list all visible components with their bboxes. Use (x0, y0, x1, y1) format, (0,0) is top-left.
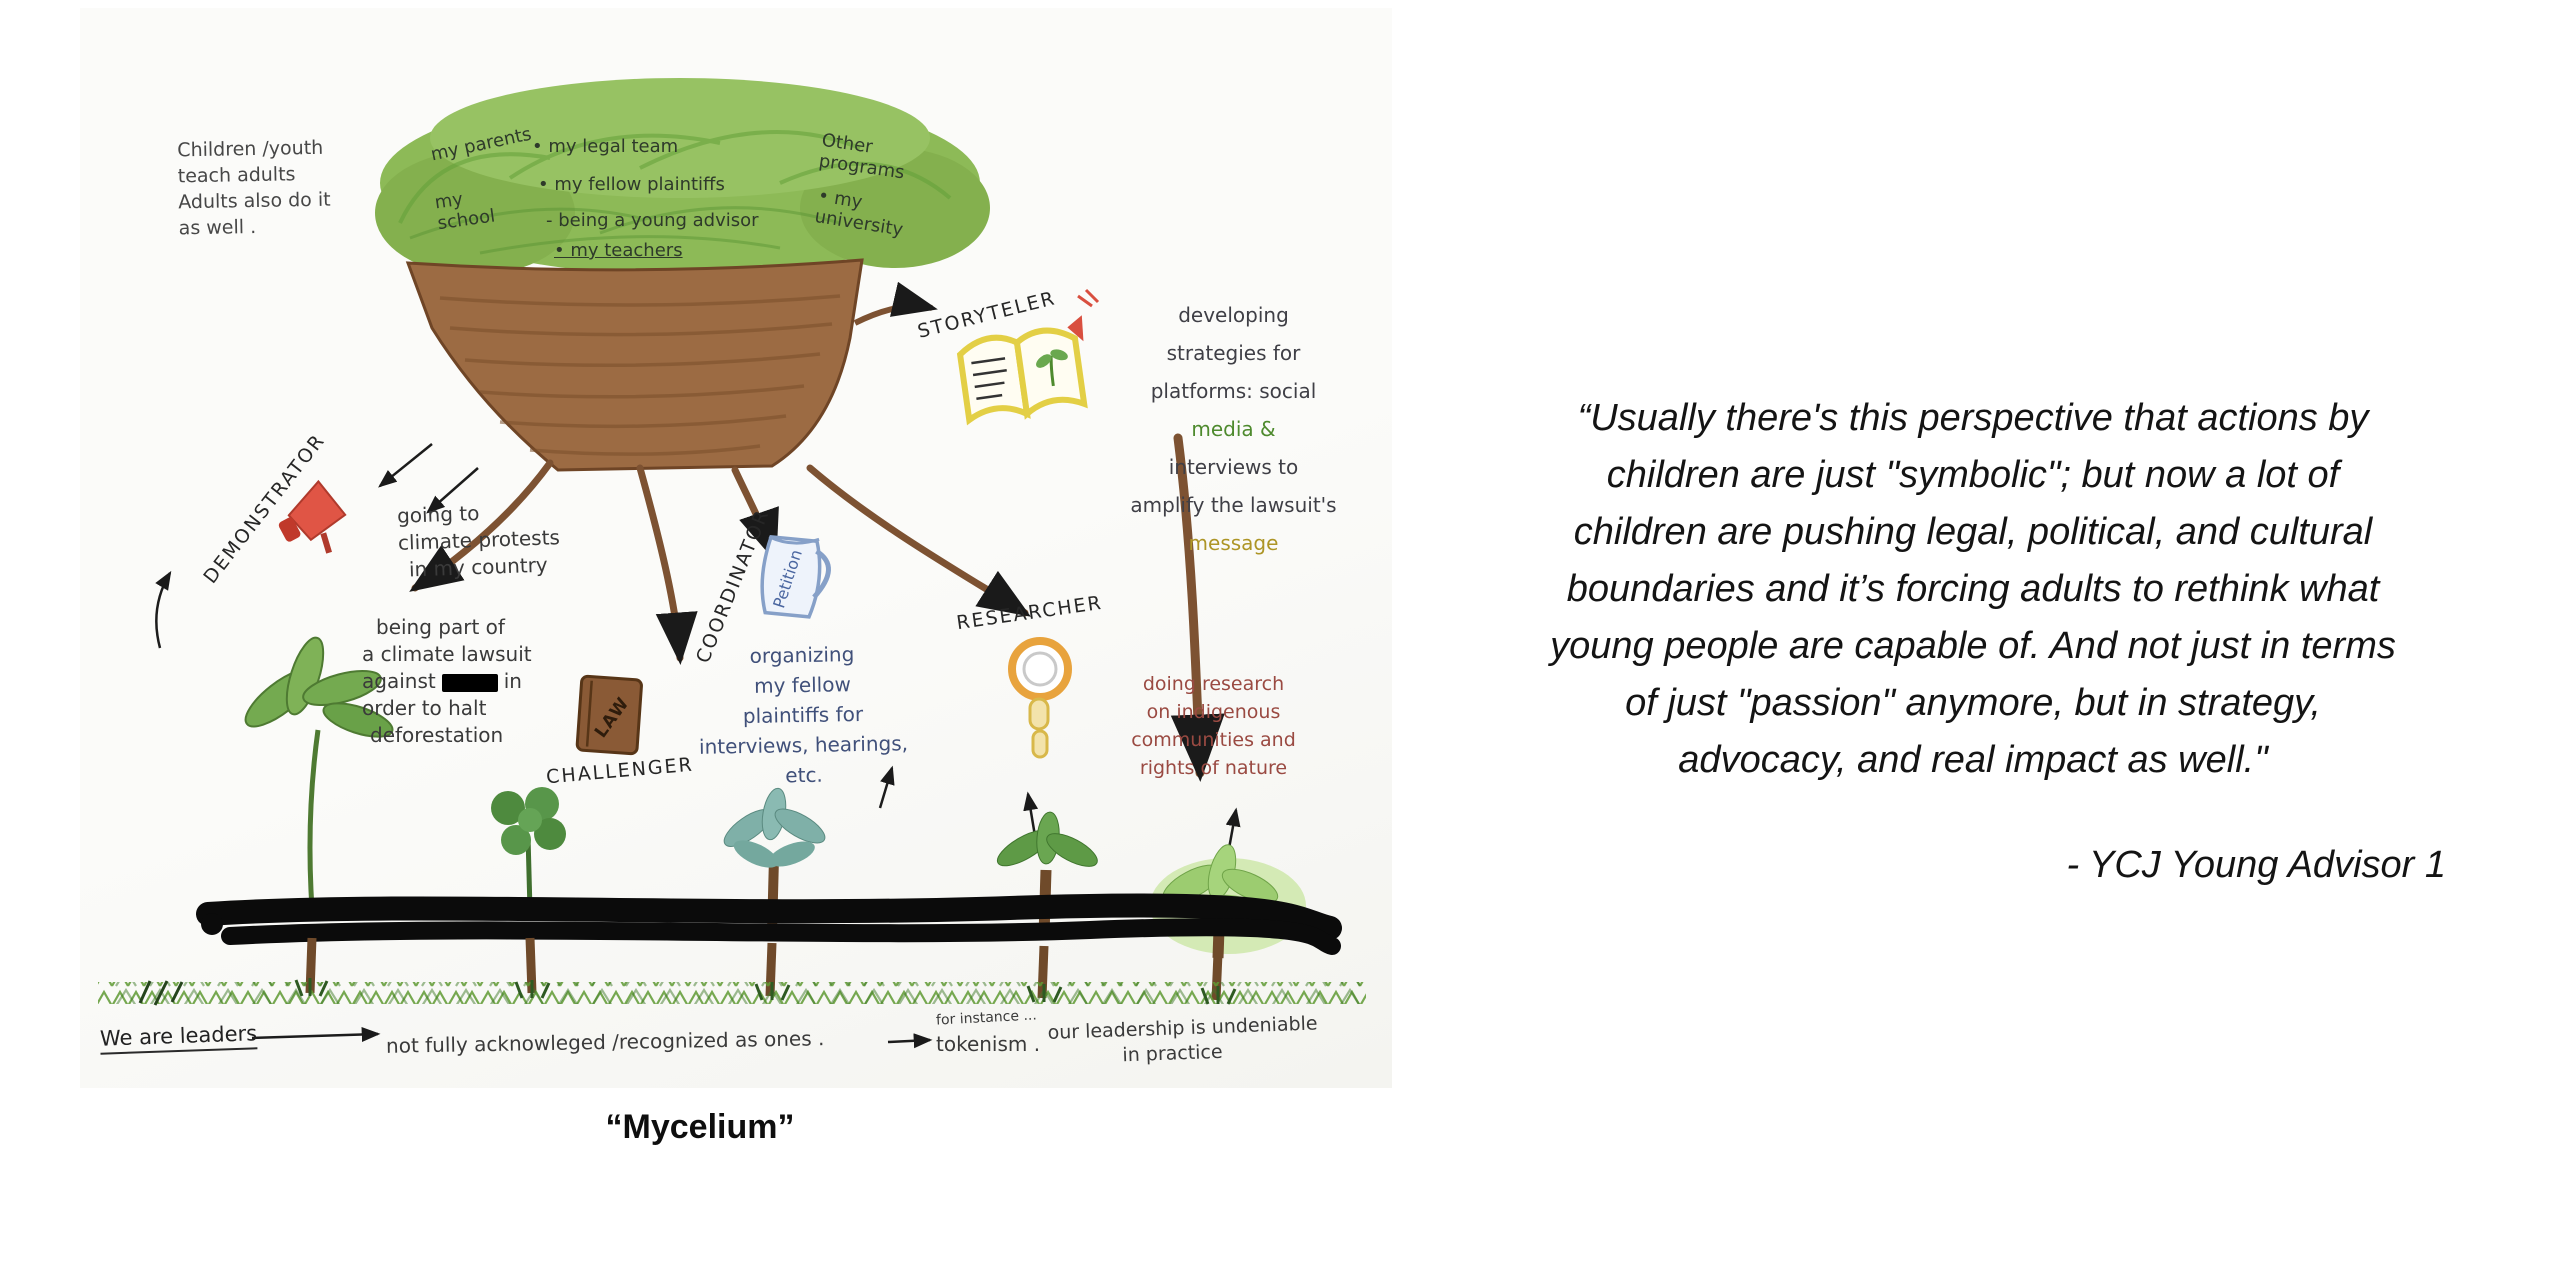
canopy-label-my-school: my school (433, 188, 497, 235)
storyteller-line: developing (1178, 303, 1289, 327)
canopy-label-legal-team: • my legal team (532, 136, 679, 157)
research-line: communities and (1131, 729, 1296, 751)
organizing-note: organizing my fellow plaintiffs for inte… (677, 638, 930, 792)
top-note-line: Adults also do it (178, 188, 331, 214)
quote-line: of just "passion" anymore, but in strate… (1625, 682, 2321, 724)
red-pen-marks (1077, 288, 1100, 308)
drawing-caption: “Mycelium” (605, 1108, 795, 1146)
protests-line: in my country (408, 552, 549, 582)
tree-drawing-art: LAW Petition (98, 78, 1366, 1049)
tree-trunk-icon (405, 258, 864, 472)
storyteller-branch (853, 281, 938, 326)
storyteller-line: platforms: social (1150, 379, 1317, 403)
organizing-line: interviews, hearings, (698, 731, 909, 759)
canopy-label-young-advisor: - being a young advisor (546, 210, 759, 231)
open-book-icon (956, 315, 1088, 426)
organizing-line: plaintiffs for (742, 701, 864, 729)
tree-canopy-icon (375, 78, 990, 275)
petition-jug-icon: Petition (760, 534, 831, 619)
soil-scribble (196, 893, 1342, 955)
bottom-tokenism: tokenism . (936, 1032, 1041, 1056)
canopy-label-fellow-plaintiffs: • my fellow plaintiffs (538, 174, 725, 195)
bottom-undeniable: our leadership is undeniable in practice (1047, 1011, 1329, 1071)
bottom-we-are-leaders: We are leaders (99, 1021, 258, 1055)
top-note-line: teach adults (177, 163, 296, 188)
lawsuit-line: deforestation (370, 723, 504, 747)
top-note-line: Children /youth (177, 136, 324, 162)
quote-line: children are pushing legal, political, a… (1573, 511, 2373, 553)
organizing-line: etc. (785, 762, 824, 788)
quote-block: “Usually there's this perspective that a… (1478, 390, 2468, 894)
storyteller-line: message (1188, 531, 1279, 555)
research-line: rights of nature (1139, 757, 1288, 779)
canopy-label-my-teachers: • my teachers (554, 240, 683, 261)
storyteller-line: strategies for (1166, 341, 1301, 365)
storyteller-line: media & (1191, 417, 1276, 441)
storyteller-note: developing strategies for platforms: soc… (1116, 296, 1351, 562)
organizing-line: my fellow (753, 672, 852, 698)
organizing-line: organizing (749, 642, 855, 668)
tree-roots (409, 433, 1225, 782)
lawsuit-line-redacted: against in (362, 668, 547, 695)
megaphone-icon (278, 479, 347, 554)
quote-line: “Usually there's this perspective that a… (1577, 397, 2369, 439)
protests-note: going to climate protests in my country (397, 497, 562, 584)
lawsuit-line: being part of (376, 615, 505, 639)
lawsuit-in: in (503, 669, 522, 693)
seedling-3 (723, 787, 826, 934)
seedling-2 (491, 787, 566, 911)
top-left-note: Children /youth teach adults Adults also… (177, 135, 331, 242)
law-book-icon: LAW (575, 674, 643, 756)
research-line: doing research (1142, 673, 1285, 695)
grass-tufts (138, 978, 1237, 1006)
quote-line: advocacy, and real impact as well." (1678, 739, 2268, 781)
quote-line: young people are capable of. And not jus… (1550, 625, 2396, 667)
magnifier-icon (1008, 637, 1072, 759)
seedling-1 (244, 636, 394, 909)
quote-attribution: - YCJ Young Advisor 1 (2066, 844, 2446, 886)
lawsuit-note: being part of a climate lawsuit against i… (362, 614, 547, 749)
storyteller-line: interviews to (1168, 455, 1299, 479)
research-note: doing research on indigenous communities… (1106, 670, 1321, 782)
storyteller-line: amplify the lawsuit's (1130, 493, 1337, 517)
black-arrows (155, 443, 1241, 1049)
lawsuit-line: a climate lawsuit (362, 642, 532, 666)
grass-line-2 (106, 982, 1366, 1004)
redaction-box (441, 673, 498, 692)
quote-line: boundaries and it’s forcing adults to re… (1566, 568, 2380, 610)
quote-line: children are just "symbolic"; but now a … (1606, 454, 2340, 496)
lawsuit-line: order to halt (362, 696, 487, 720)
mycelium-drawing: LAW Petition (80, 8, 1392, 1088)
lawsuit-against: against (362, 669, 436, 693)
top-note-line: as well . (178, 215, 257, 240)
research-line: on indigenous (1146, 701, 1281, 723)
